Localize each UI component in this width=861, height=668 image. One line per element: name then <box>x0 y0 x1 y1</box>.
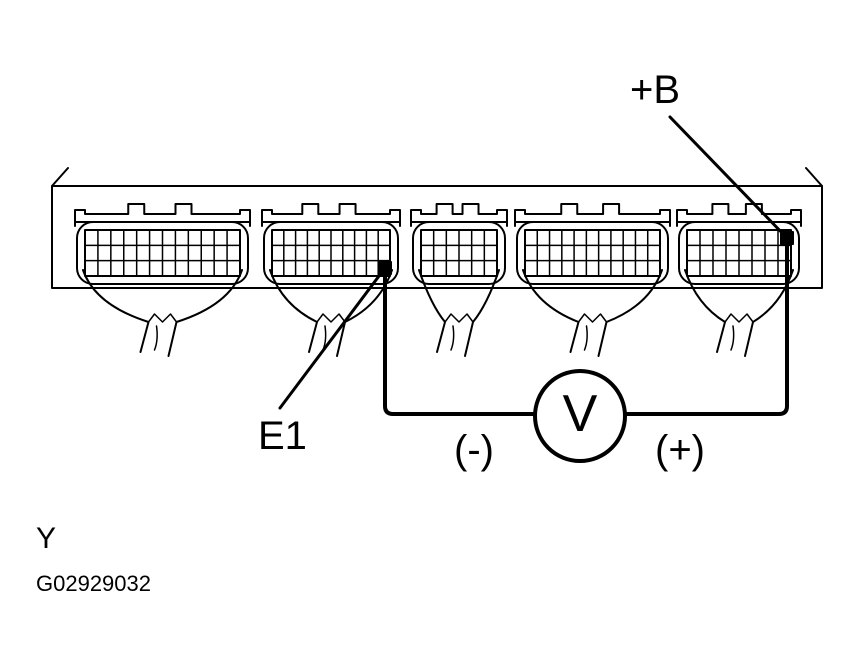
connector-group <box>74 203 802 357</box>
voltmeter <box>533 369 627 463</box>
positive-lead-label: (+) <box>655 428 705 472</box>
e1-leader-line <box>278 266 387 410</box>
connector-1 <box>74 203 251 357</box>
e1-label: E1 <box>258 414 307 458</box>
connector-4 <box>514 203 671 357</box>
figure-letter: Y <box>36 522 57 555</box>
plus-b-leader-line <box>668 115 789 240</box>
figure-id: G02929032 <box>36 571 151 596</box>
plus-b-label: +B <box>630 68 681 112</box>
connector-2 <box>261 203 401 357</box>
negative-lead <box>383 266 537 416</box>
probe-wires <box>383 236 789 416</box>
negative-lead-label: (-) <box>454 428 494 472</box>
connector-5 <box>676 203 802 357</box>
connector-3 <box>410 203 508 357</box>
positive-lead <box>623 236 789 416</box>
voltmeter-symbol: V <box>562 385 598 443</box>
